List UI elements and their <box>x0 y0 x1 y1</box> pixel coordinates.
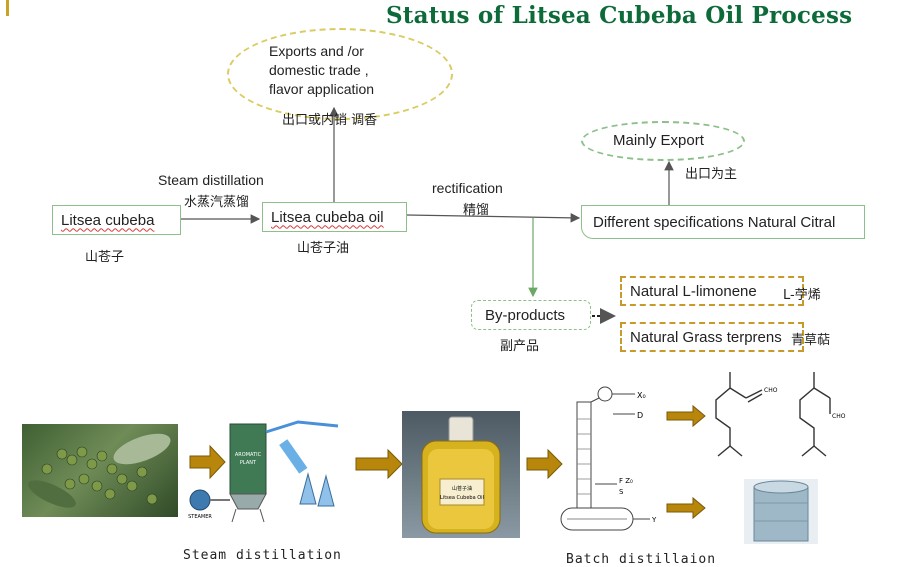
svg-text:PLANT: PLANT <box>240 460 257 466</box>
page-title: Status of Litsea Cubeba Oil Process <box>386 2 853 29</box>
limonene-label-cn: L-苧烯 <box>783 288 821 303</box>
plant-label-text: AROMATIC <box>235 452 262 458</box>
steam-label-cn: 水蒸汽蒸馏 <box>184 195 250 210</box>
steam-distillation-diagram: AROMATIC PLANT STEAMER <box>188 414 348 524</box>
limonene-box: Natural L-limonene <box>620 276 804 306</box>
limonene-box-label: Natural L-limonene <box>630 282 757 300</box>
export-text: Mainly Export <box>613 132 704 149</box>
cho-label-2: CHO <box>832 413 846 420</box>
litsea-box-label: Litsea cubeba <box>61 211 155 229</box>
oil-label-cn: 山苍子油 <box>297 241 350 256</box>
column-illustration: X₀ D F Z₀ S Y <box>560 386 657 531</box>
exports-ellipse <box>227 28 453 120</box>
rectification-label: rectification <box>432 180 503 196</box>
accent-bar <box>6 0 9 16</box>
byproducts-label-cn: 副产品 <box>500 339 540 354</box>
bottle-label-text: 山苍子油 <box>452 485 472 492</box>
column-label-x: X₀ <box>637 391 646 400</box>
steam-distillation-caption: Steam distillation <box>183 548 342 563</box>
bottle-illustration: 山苍子油 Litsea Cubeba Oil <box>421 416 501 534</box>
export-text-cn: 出口为主 <box>685 167 738 182</box>
litsea-box: Litsea cubeba <box>52 205 181 235</box>
oil-bottle-photo: 山苍子油 Litsea Cubeba Oil <box>402 411 520 538</box>
column-label-f: F Z₀ <box>619 477 633 485</box>
flow-arrow-3 <box>526 448 563 480</box>
molecule-illustration: CHO CHO <box>715 372 846 457</box>
oil-box-label: Litsea cubeba oil <box>271 208 384 226</box>
column-label-s: S <box>619 488 624 496</box>
citral-box: Different specifications Natural Citral <box>581 205 865 239</box>
drum-photo <box>744 479 818 544</box>
flow-arrow-1 <box>189 444 226 480</box>
byproducts-box: By-products <box>471 300 591 330</box>
flow-arrow-4 <box>666 404 706 428</box>
exports-text: Exports and /or domestic trade , flavor … <box>269 43 375 97</box>
berries-illustration <box>28 433 171 508</box>
litsea-label-cn: 山苍子 <box>85 250 125 265</box>
grass-box: Natural Grass terprens <box>620 322 804 352</box>
citral-box-label: Different specifications Natural Citral <box>593 213 836 231</box>
flow-arrow-5 <box>666 496 706 520</box>
steam-label: Steam distillation <box>158 172 264 188</box>
steam-distillation-illustration: AROMATIC PLANT STEAMER <box>188 420 339 523</box>
column-label-d: D <box>637 411 643 420</box>
batch-distillation-caption: Batch distillaion <box>566 552 717 567</box>
flow-arrow-2 <box>355 448 403 480</box>
arrow-oil-to-citral <box>406 213 581 223</box>
steamer-label-text: STEAMER <box>188 514 212 520</box>
exports-text-cn: 出口或内销 调香 <box>282 113 378 128</box>
rectification-label-cn: 精馏 <box>463 203 490 218</box>
grass-label-cn: 青草萜 <box>791 333 831 348</box>
svg-text:Litsea Cubeba Oil: Litsea Cubeba Oil <box>440 495 484 501</box>
cho-label-1: CHO <box>764 387 778 394</box>
export-ellipse <box>581 121 745 161</box>
byproducts-box-label: By-products <box>485 306 566 324</box>
grass-box-label: Natural Grass terprens <box>630 328 782 346</box>
citral-structures: CHO CHO <box>712 370 872 475</box>
drum-illustration <box>753 480 809 542</box>
berries-photo <box>22 424 178 517</box>
oil-box: Litsea cubeba oil <box>262 202 407 232</box>
batch-distillation-diagram: X₀ D F Z₀ S Y <box>555 384 667 542</box>
column-label-y: Y <box>651 516 657 524</box>
